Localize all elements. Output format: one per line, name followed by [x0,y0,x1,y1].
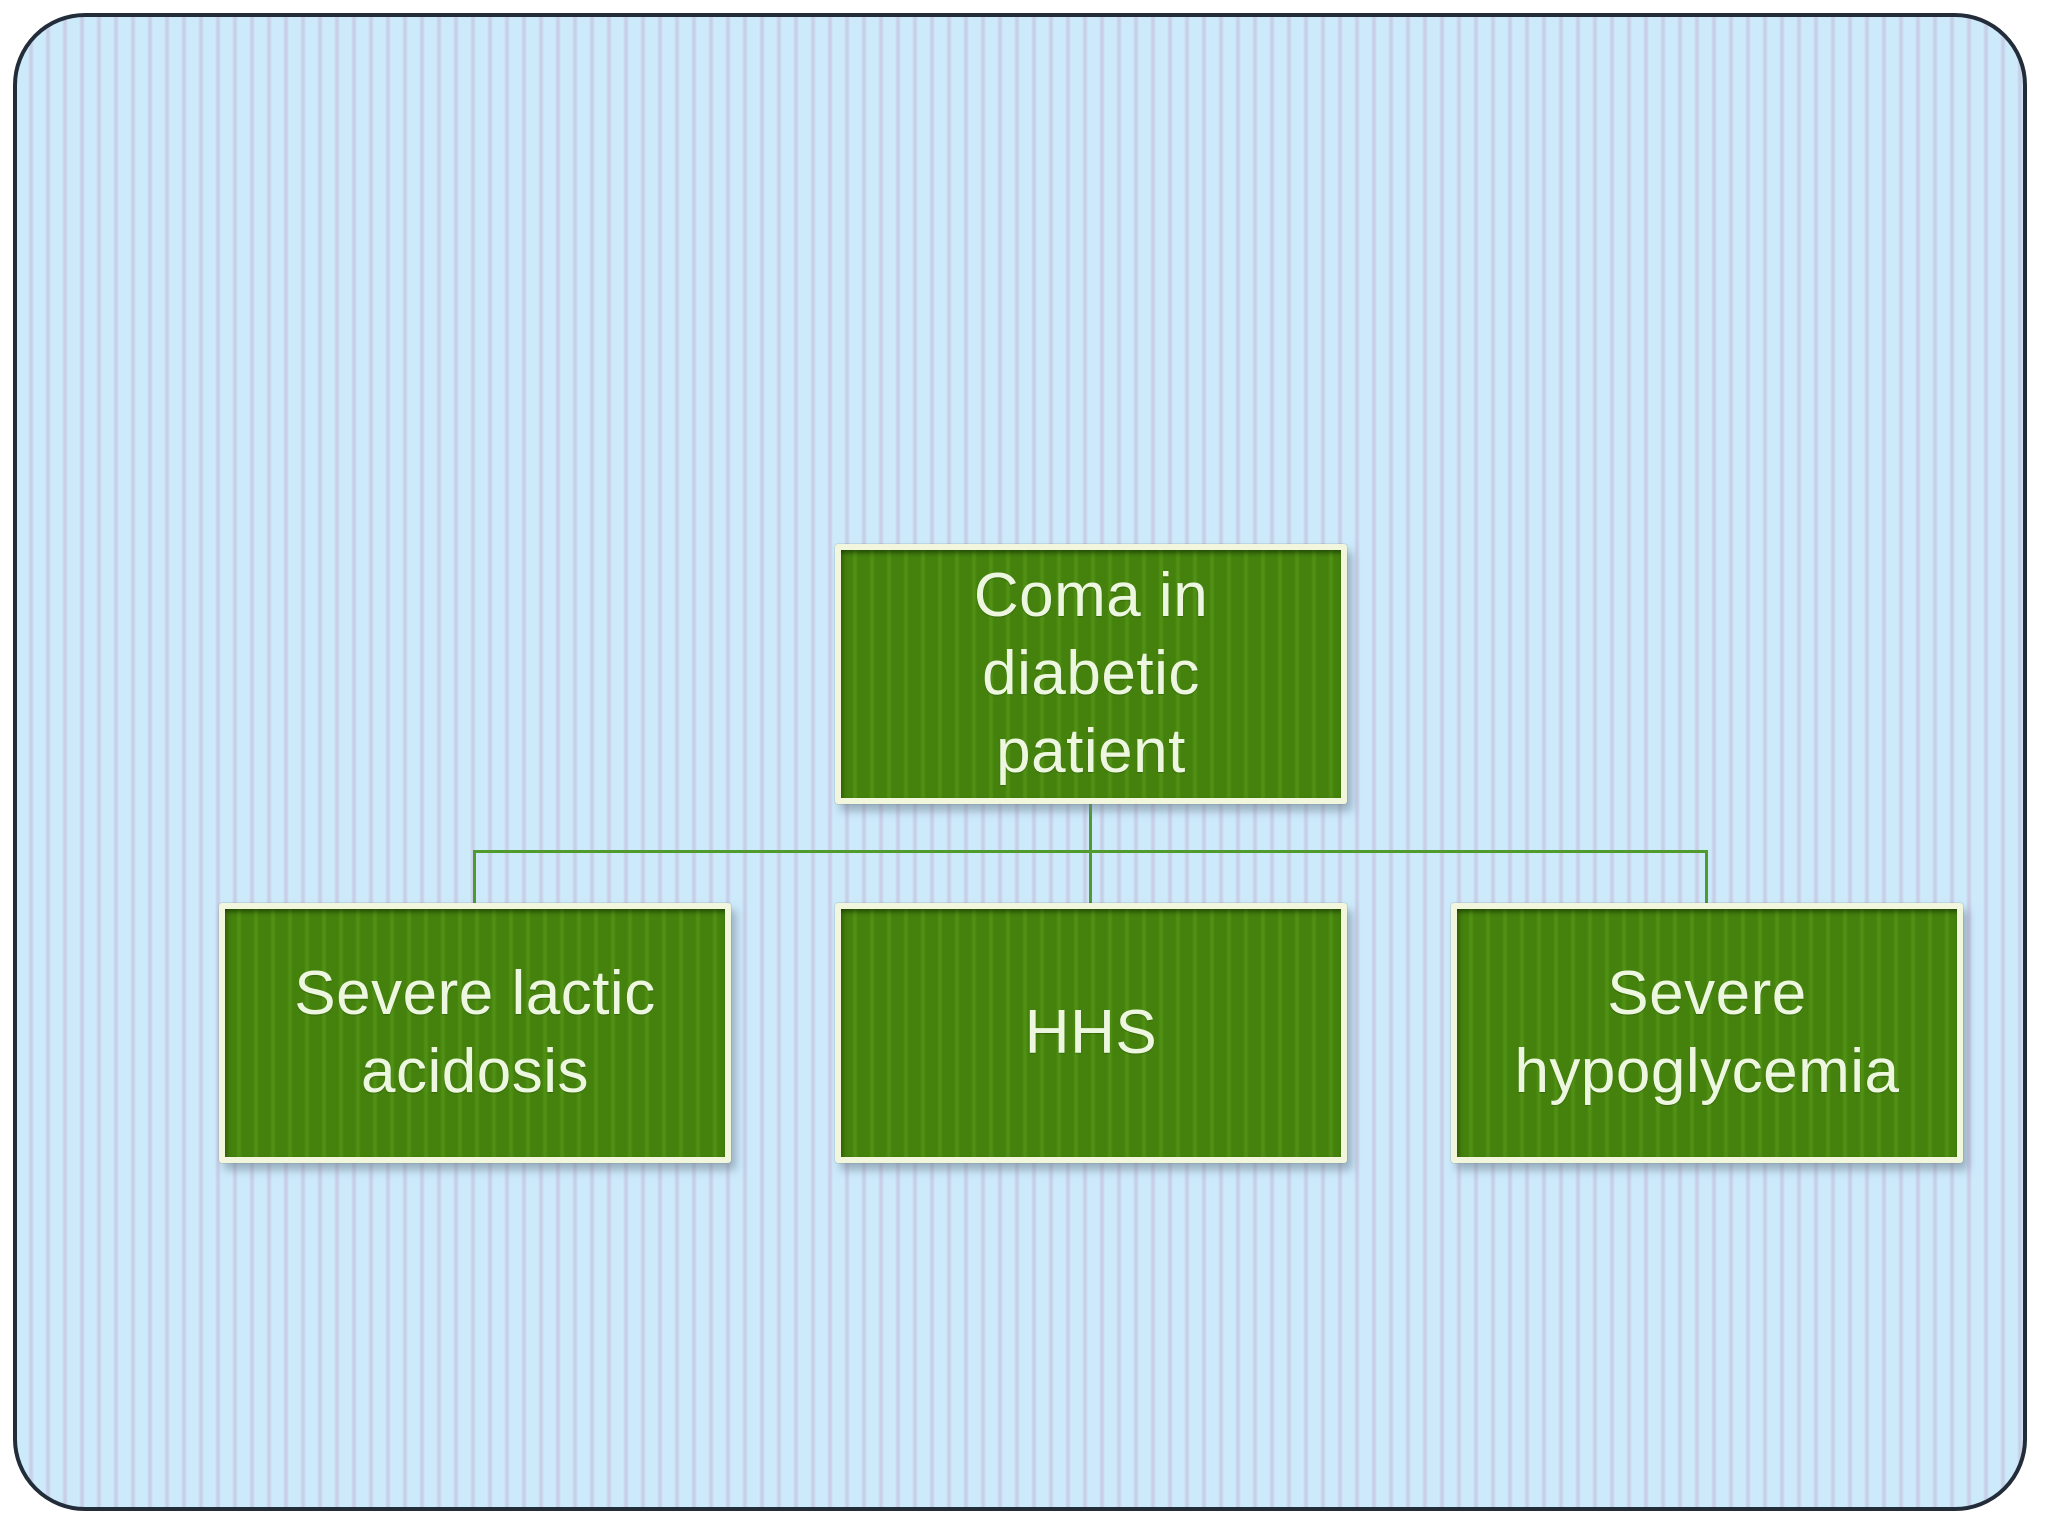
slide-surface: Coma in diabetic patient Severe lactic a… [13,13,2027,1511]
node-label-coma-in-diabetic-patient: Coma in diabetic patient [973,560,1209,787]
connector-root-riser [1089,803,1092,852]
node-severe-hypoglycemia: Severe hypoglycemia [1451,903,1963,1163]
node-label-severe-hypoglycemia: Severe hypoglycemia [1514,958,1900,1106]
connector-drop-middle-child [1089,850,1092,905]
node-hhs: HHS [835,903,1347,1163]
connector-drop-left-child [473,850,476,905]
node-coma-in-diabetic-patient: Coma in diabetic patient [835,544,1347,804]
node-severe-lactic-acidosis: Severe lactic acidosis [219,903,731,1163]
node-label-severe-lactic-acidosis: Severe lactic acidosis [294,958,656,1106]
node-label-hhs: HHS [1024,997,1158,1067]
connector-drop-right-child [1705,850,1708,905]
